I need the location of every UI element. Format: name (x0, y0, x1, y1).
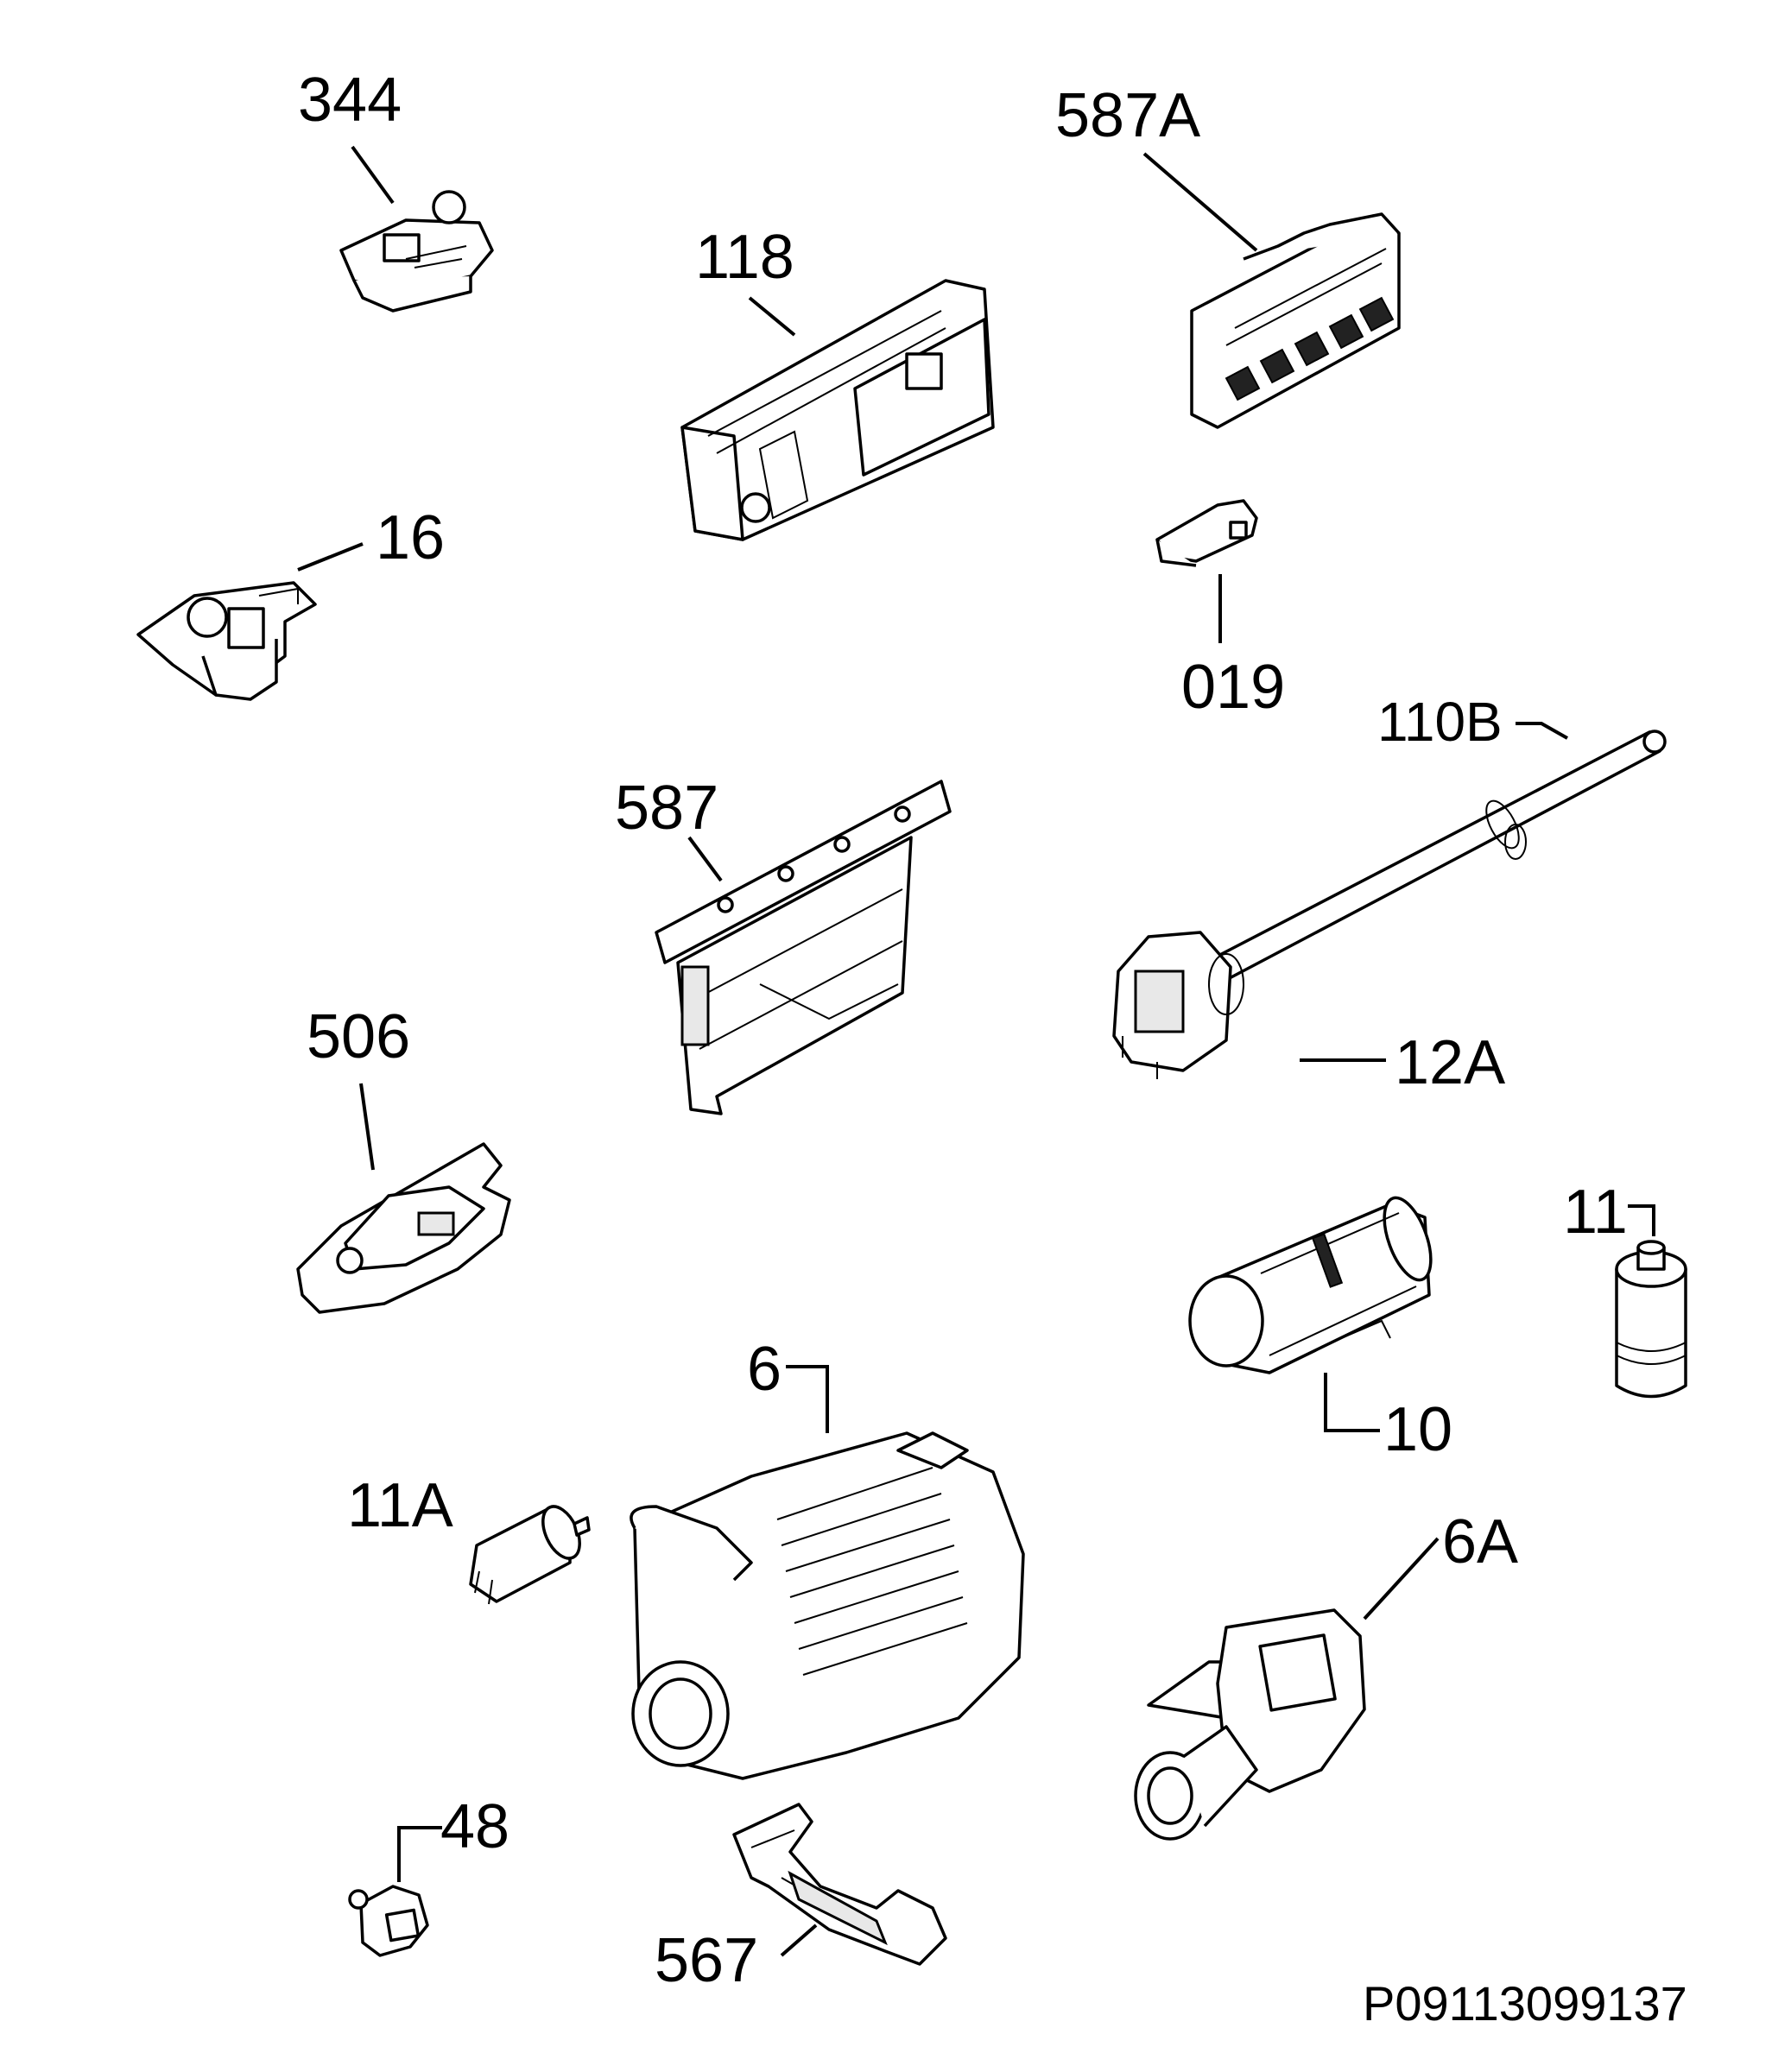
leader-line-10 (1324, 1373, 1380, 1432)
part-48: 48 (348, 1792, 509, 1957)
label-567: 567 (655, 1926, 758, 1995)
part-118: 118 (680, 223, 995, 541)
part-11A: 11A (347, 1471, 591, 1605)
part-110B: 110B (1377, 691, 1568, 753)
leader-line-344 (351, 145, 395, 205)
label-6A: 6A (1442, 1507, 1518, 1576)
leader-line-587 (687, 836, 723, 882)
label-11: 11 (1563, 1178, 1628, 1247)
leader-line-16 (297, 542, 364, 572)
leader-line-11 (1628, 1204, 1655, 1236)
label-019: 019 (1181, 653, 1285, 722)
part-587: 587 (615, 774, 952, 1115)
leader-line-587A (1142, 152, 1258, 252)
part-344: 344 (298, 66, 494, 313)
part-6A: 6A (1134, 1507, 1518, 1841)
leader-line-110B (1516, 722, 1568, 740)
part-11: 11 (1563, 1178, 1687, 1399)
leader-line-48 (397, 1826, 442, 1882)
leader-line-567 (780, 1924, 818, 1957)
label-48: 48 (440, 1792, 509, 1861)
part-16: 16 (136, 503, 445, 701)
label-12A: 12A (1395, 1028, 1505, 1097)
part-12A: 12A (1112, 730, 1667, 1097)
label-118: 118 (695, 223, 794, 292)
label-11A: 11A (347, 1471, 453, 1540)
part-506: 506 (296, 1002, 511, 1314)
label-10: 10 (1383, 1395, 1452, 1464)
part-587A: 587A (1055, 81, 1401, 429)
label-16: 16 (376, 503, 445, 572)
label-587: 587 (615, 774, 718, 843)
label-587A: 587A (1055, 81, 1200, 150)
diagram-code: P09113099137 (1363, 1976, 1687, 2031)
label-344: 344 (298, 66, 402, 135)
part-567: 567 (655, 1803, 947, 1995)
leader-line-6 (786, 1365, 829, 1433)
leader-line-118 (748, 296, 796, 337)
label-110B: 110B (1377, 691, 1503, 753)
label-6: 6 (747, 1335, 782, 1404)
part-10: 10 (1188, 1196, 1452, 1464)
leader-line-6A (1363, 1537, 1440, 1620)
label-506: 506 (307, 1002, 410, 1071)
part-6: 6 (630, 1335, 1025, 1780)
part-019: 019 (1155, 499, 1285, 722)
leader-line-506 (359, 1083, 375, 1171)
